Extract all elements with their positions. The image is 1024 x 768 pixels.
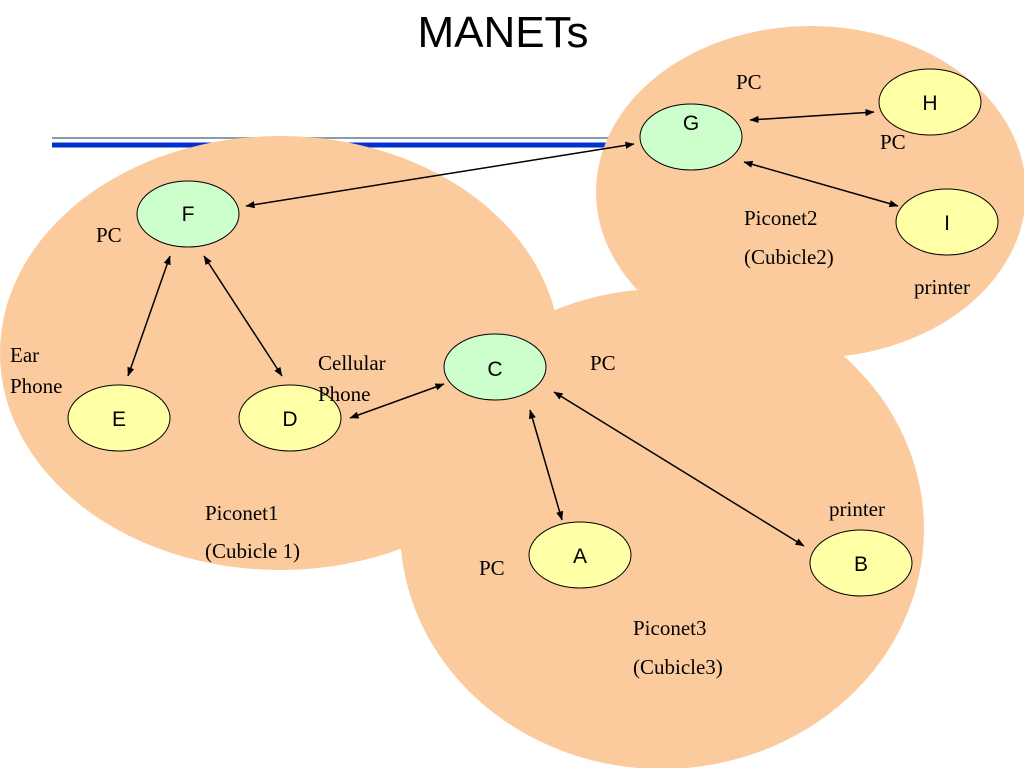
node-h: H bbox=[878, 68, 982, 136]
node-a-device: PC bbox=[479, 556, 505, 580]
piconet1-name: Piconet1 bbox=[205, 501, 279, 525]
link-g-h bbox=[749, 108, 875, 124]
piconet-captions: Piconet1 (Cubicle 1) Piconet2 (Cubicle2)… bbox=[205, 206, 834, 679]
device-captions: PC PC PC printer PC PC printer Ear Phone… bbox=[10, 70, 970, 580]
node-b-circle bbox=[809, 529, 913, 597]
node-a-label: A bbox=[573, 545, 587, 568]
node-c-label: C bbox=[487, 358, 502, 381]
node-a: A bbox=[528, 521, 632, 589]
node-d-label: D bbox=[282, 408, 297, 431]
node-c: C bbox=[443, 333, 547, 401]
piconet3-name: Piconet3 bbox=[633, 616, 707, 640]
link-f-g bbox=[245, 141, 635, 209]
node-e-circle bbox=[67, 384, 171, 452]
node-i-device: printer bbox=[914, 275, 970, 299]
link-g-i bbox=[743, 160, 899, 208]
node-h-label: H bbox=[922, 92, 937, 115]
node-e-label: E bbox=[112, 408, 126, 431]
piconet2-name: Piconet2 bbox=[744, 206, 818, 230]
piconet3-location: (Cubicle3) bbox=[633, 655, 723, 679]
piconet2-location: (Cubicle2) bbox=[744, 245, 834, 269]
node-i: I bbox=[895, 188, 999, 256]
link-f-d bbox=[203, 255, 283, 377]
node-g-label: G bbox=[683, 112, 699, 135]
node-d: D bbox=[238, 384, 342, 452]
node-g: G bbox=[639, 103, 743, 171]
node-g-circle bbox=[639, 103, 743, 171]
node-c-device: PC bbox=[590, 351, 616, 375]
node-i-circle bbox=[895, 188, 999, 256]
node-f: F bbox=[136, 180, 240, 248]
node-e-device-line1: Ear bbox=[10, 343, 39, 367]
nodes: F G H I C E D A bbox=[67, 68, 999, 597]
node-h-circle bbox=[878, 68, 982, 136]
link-d-c bbox=[349, 383, 445, 419]
node-h-device: PC bbox=[880, 130, 906, 154]
node-a-circle bbox=[528, 521, 632, 589]
node-b: B bbox=[809, 529, 913, 597]
piconet1-location: (Cubicle 1) bbox=[205, 539, 300, 563]
node-g-device: PC bbox=[736, 70, 762, 94]
page-title: MANETs bbox=[417, 8, 588, 57]
node-e: E bbox=[67, 384, 171, 452]
node-b-device: printer bbox=[829, 497, 885, 521]
node-d-device-line2: Phone bbox=[318, 382, 371, 406]
links bbox=[127, 108, 899, 547]
node-f-circle bbox=[136, 180, 240, 248]
link-c-b bbox=[553, 391, 805, 547]
node-f-device: PC bbox=[96, 223, 122, 247]
node-i-label: I bbox=[944, 212, 950, 235]
node-c-circle bbox=[443, 333, 547, 401]
node-d-circle bbox=[238, 384, 342, 452]
node-b-label: B bbox=[854, 553, 868, 576]
node-d-device-line1: Cellular bbox=[318, 351, 386, 375]
node-f-label: F bbox=[182, 203, 195, 226]
node-e-device-line2: Phone bbox=[10, 374, 63, 398]
link-f-e bbox=[127, 255, 171, 377]
